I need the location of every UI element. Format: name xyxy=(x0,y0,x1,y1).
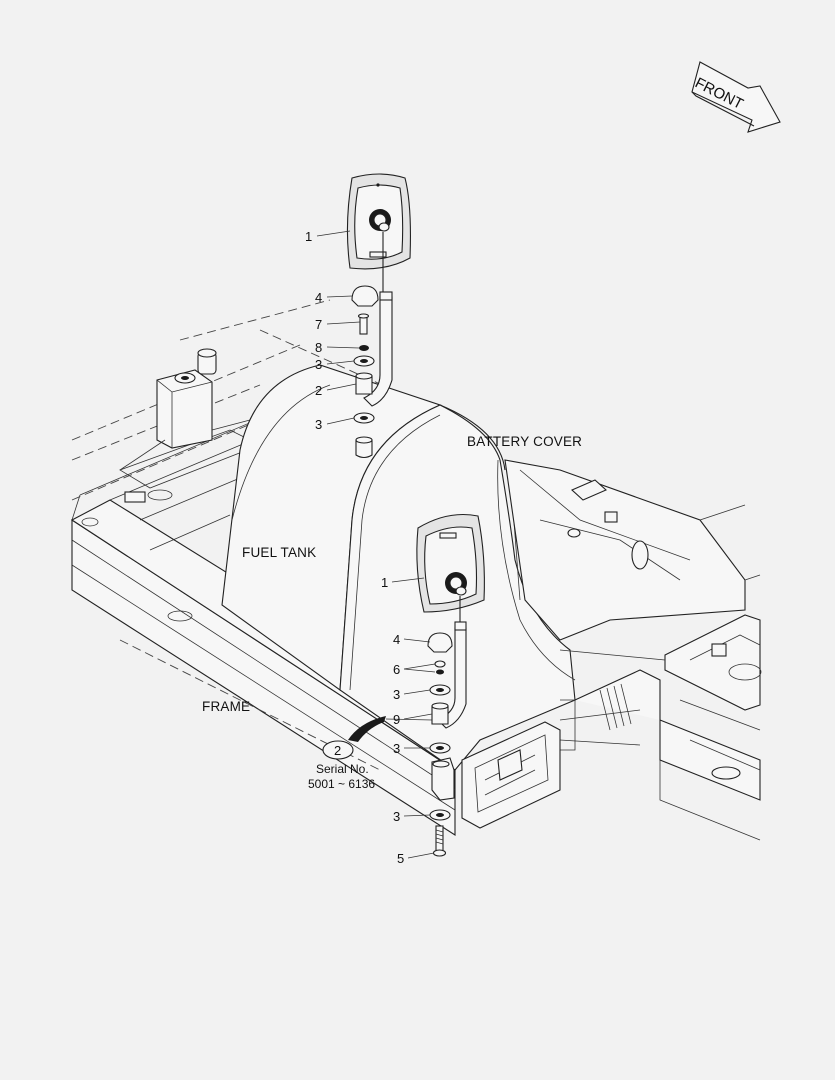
callout-upper-8: 8 xyxy=(315,340,322,355)
upper-mirror-assembly xyxy=(346,173,411,459)
serial-line-2: 5001 ~ 6136 xyxy=(308,777,375,791)
callout-lower-3a: 3 xyxy=(393,687,400,702)
fuel-tank-label: FUEL TANK xyxy=(242,545,316,560)
front-direction-arrow: FRONT xyxy=(691,61,781,133)
machine-frame xyxy=(70,299,762,841)
callout-upper-3a: 3 xyxy=(315,357,322,372)
serial-ref-circle xyxy=(322,740,354,760)
callout-upper-1: 1 xyxy=(305,229,312,244)
bolt-7-upper xyxy=(359,315,368,335)
callout-upper-7: 7 xyxy=(315,317,322,332)
cap-4-lower xyxy=(427,632,453,653)
leader-lines xyxy=(316,230,436,859)
callout-lower-3c: 3 xyxy=(393,809,400,824)
callout-lower-4: 4 xyxy=(393,632,400,647)
serial-line-1: Serial No. xyxy=(316,762,369,776)
callout-upper-2: 2 xyxy=(315,383,322,398)
callout-lower-5: 5 xyxy=(397,851,404,866)
callout-lower-3b: 3 xyxy=(393,741,400,756)
stay-9-lower xyxy=(437,627,467,729)
serial-note: 2 Serial No. 5001 ~ 6136 xyxy=(308,740,375,791)
battery-cover-label: BATTERY COVER xyxy=(467,434,582,449)
callout-upper-4: 4 xyxy=(315,290,322,305)
stay-2-upper xyxy=(363,296,393,407)
callout-lower-6: 6 xyxy=(393,662,400,677)
callout-lower-1: 1 xyxy=(381,575,388,590)
nut-6-lower xyxy=(434,660,446,668)
lock-washer-8-upper xyxy=(359,345,369,351)
callout-lower-9: 9 xyxy=(393,712,400,727)
frame-label: FRAME xyxy=(202,699,250,714)
callout-upper-3b: 3 xyxy=(315,417,322,432)
lower-mirror-assembly xyxy=(416,513,485,857)
serial-ref-number: 2 xyxy=(334,743,341,758)
cap-4-upper xyxy=(351,285,379,307)
